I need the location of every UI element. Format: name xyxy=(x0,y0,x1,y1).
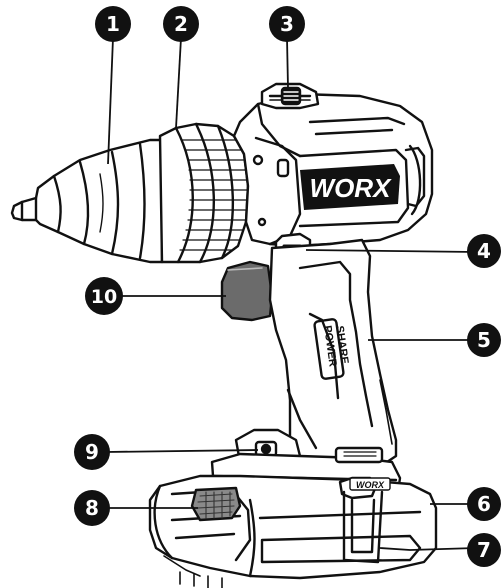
callout-badge-2: 2 xyxy=(163,6,199,42)
callout-badge-8: 8 xyxy=(74,490,110,526)
battery-brand: WORX xyxy=(349,477,391,491)
leader-9 xyxy=(105,449,259,453)
svg-text:4: 4 xyxy=(477,239,491,263)
callout-badge-10: 10 xyxy=(85,277,123,315)
callout-badge-7: 7 xyxy=(467,533,501,567)
handle-label: POWER SHARE xyxy=(321,325,350,368)
leader-7 xyxy=(379,547,477,551)
chuck xyxy=(10,138,164,264)
charge-indicator xyxy=(190,486,242,522)
battery-brand-label: WORX xyxy=(356,480,385,490)
leader-1 xyxy=(107,37,114,165)
leader-4 xyxy=(305,249,477,253)
brand-plate: WORX xyxy=(300,164,400,210)
svg-text:3: 3 xyxy=(280,12,294,36)
leader-lines xyxy=(105,37,477,551)
torque-collar xyxy=(158,122,250,264)
callout-badge-5: 5 xyxy=(467,323,501,357)
callout-badge-9: 9 xyxy=(74,434,110,470)
leader-3 xyxy=(286,37,289,89)
svg-text:6: 6 xyxy=(477,492,491,516)
svg-text:5: 5 xyxy=(477,328,491,352)
svg-text:2: 2 xyxy=(174,12,188,36)
handle-label-line1: POWER xyxy=(321,325,339,368)
callout-badge-4: 4 xyxy=(467,234,501,268)
trigger xyxy=(220,260,274,322)
handle-label-line2: SHARE xyxy=(333,325,350,365)
leader-2 xyxy=(175,37,182,129)
brand-label: WORX xyxy=(310,173,393,203)
gear-selector xyxy=(260,82,320,110)
svg-text:7: 7 xyxy=(477,538,491,562)
svg-text:8: 8 xyxy=(85,496,99,520)
callout-badge-3: 3 xyxy=(269,6,305,42)
callout-badge-6: 6 xyxy=(467,487,501,521)
battery-pack xyxy=(148,474,438,588)
callout-badge-1: 1 xyxy=(95,6,131,42)
svg-text:10: 10 xyxy=(91,286,117,308)
svg-text:9: 9 xyxy=(85,440,99,464)
svg-text:1: 1 xyxy=(106,12,120,36)
handle xyxy=(268,238,398,468)
